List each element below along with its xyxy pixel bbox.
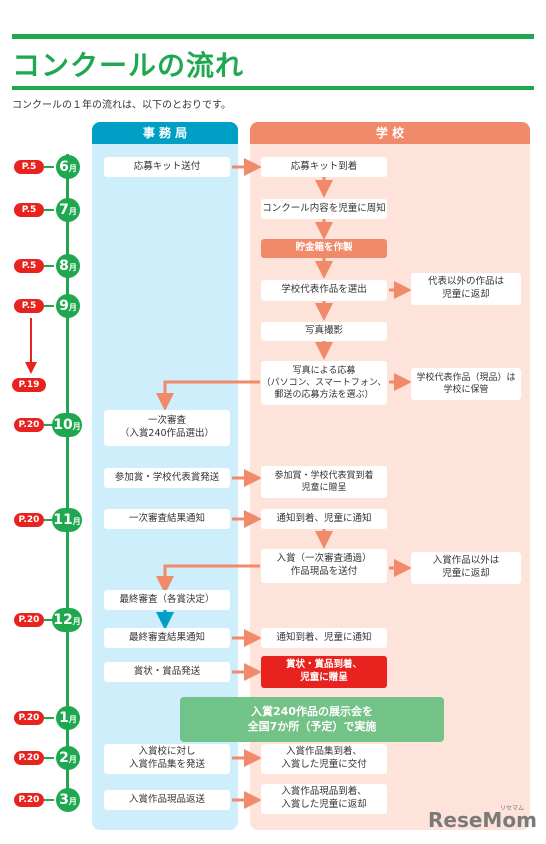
month-unit: 月 — [68, 797, 77, 806]
month-unit: 月 — [72, 422, 81, 431]
title-top-rule — [12, 34, 534, 39]
page-ref-badge: P.5 — [14, 259, 44, 273]
month-number: 1 — [59, 710, 69, 726]
page-ref-badge: P.20 — [14, 513, 44, 527]
school-collection-arrive: 入賞作品集到着、 入賞した児童に交付 — [261, 744, 387, 774]
school-notify-arrive-1: 通知到着、児童に通知 — [261, 509, 387, 529]
page-ref-badge: P.20 — [14, 711, 44, 725]
page-ref-badge: P.20 — [14, 751, 44, 765]
month-number: 8 — [59, 258, 69, 274]
page-connector — [44, 265, 54, 267]
page-connector — [44, 424, 54, 426]
page-connector — [44, 799, 54, 801]
school-keep-rep: 学校代表作品（現品）は 学校に保管 — [411, 368, 521, 400]
page-ref-badge: P.20 — [14, 418, 44, 432]
month-unit: 月 — [72, 617, 81, 626]
month-number: 3 — [59, 792, 69, 808]
month-number: 6 — [59, 159, 69, 175]
school-select-rep: 学校代表作品を選出 — [261, 280, 387, 301]
school-kit-arrive: 応募キット到着 — [261, 157, 387, 177]
page-connector — [44, 305, 54, 307]
page-connector — [44, 717, 54, 719]
month-unit: 月 — [68, 755, 77, 764]
school-make-bank: 貯金箱を作製 — [261, 239, 387, 258]
page-ref-badge: P.5 — [14, 299, 44, 313]
resemom-logo: ReseMom — [428, 808, 537, 832]
school-photo: 写真撮影 — [261, 322, 387, 341]
school-others-return: 代表以外の作品は 児童に返却 — [411, 273, 521, 305]
school-notify-arrive-2: 通知到着、児童に通知 — [261, 628, 387, 648]
month-unit: 月 — [68, 303, 77, 312]
school-apply-photo: 写真による応募 （パソコン、スマートフォン、 郵送の応募方法を選ぶ） — [261, 361, 387, 405]
page-ref-badge: P.20 — [14, 613, 44, 627]
office-column-header: 事 務 局 — [92, 122, 238, 144]
school-column-header: 学 校 — [250, 122, 530, 144]
month-number: 12 — [53, 612, 73, 628]
school-items-return: 入賞作品現品到着、 入賞した児童に返却 — [261, 784, 387, 814]
month-unit: 月 — [68, 715, 77, 724]
page-connector — [44, 166, 54, 168]
school-participation-arrive: 参加賞・学校代表賞到着 児童に贈呈 — [261, 466, 387, 498]
office-collection-send: 入賞校に対し 入賞作品集を発送 — [104, 744, 230, 774]
page-connector — [44, 519, 54, 521]
page-ref-badge: P.5 — [14, 160, 44, 174]
school-notify-students: コンクール内容を児童に周知 — [261, 199, 387, 219]
office-participation-send: 参加賞・学校代表賞発送 — [104, 468, 230, 488]
office-return-items: 入賞作品現品返送 — [104, 790, 230, 810]
school-award-arrive: 賞状・賞品到着、 児童に贈呈 — [261, 656, 387, 688]
page-connector — [44, 757, 54, 759]
exhibition-banner: 入賞240作品の展示会を 全国7か所（予定）で実施 — [180, 697, 444, 742]
office-first-result: 一次審査結果通知 — [104, 509, 230, 529]
page-ref-badge: P.20 — [14, 793, 44, 807]
office-final-result: 最終審査結果通知 — [104, 628, 230, 648]
school-winner-send: 入賞（一次審査通過） 作品現品を送付 — [261, 549, 387, 583]
month-unit: 月 — [68, 164, 77, 173]
month-number: 11 — [53, 512, 73, 528]
page-title: コンクールの流れ — [12, 49, 245, 82]
resemom-logo-sup: リセマム — [500, 805, 525, 812]
month-unit: 月 — [72, 517, 81, 526]
month-number: 10 — [53, 417, 73, 433]
office-kit-send: 応募キット送付 — [104, 157, 230, 177]
page-ref-badge: P.19 — [12, 378, 46, 392]
office-final-review: 最終審査（各賞決定） — [104, 590, 230, 610]
page-ref-badge: P.5 — [14, 203, 44, 217]
office-award-send: 賞状・賞品発送 — [104, 662, 230, 682]
month-unit: 月 — [68, 263, 77, 272]
month-number: 2 — [59, 750, 69, 766]
page-connector — [44, 209, 54, 211]
school-non-winner-return: 入賞作品以外は 児童に返却 — [411, 552, 521, 584]
month-number: 7 — [59, 202, 69, 218]
timeline-line — [66, 154, 69, 804]
intro-text: コンクールの１年の流れは、以下のとおりです。 — [12, 100, 231, 111]
title-bottom-rule — [12, 86, 534, 90]
month-number: 9 — [59, 298, 69, 314]
page-connector — [44, 619, 54, 621]
office-first-review: 一次審査 （入賞240作品選出） — [104, 410, 230, 446]
month-unit: 月 — [68, 207, 77, 216]
